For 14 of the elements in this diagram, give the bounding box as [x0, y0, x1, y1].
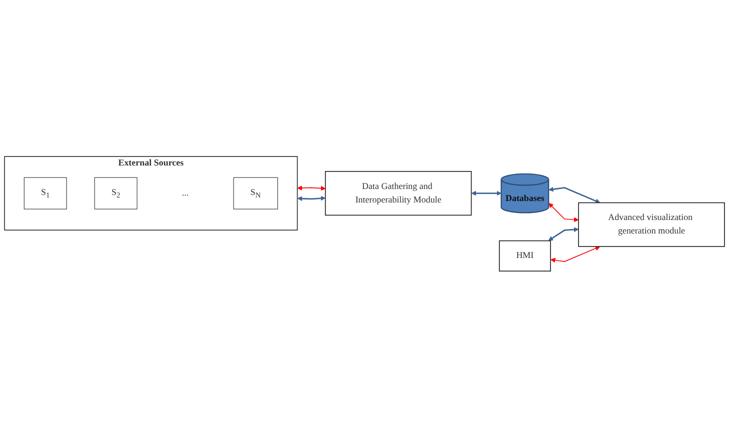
arrow — [471, 190, 502, 196]
arrow — [548, 186, 600, 203]
node-box: Advanced visualization generation module — [578, 202, 725, 247]
node-box: HMI — [498, 240, 551, 272]
arrow — [550, 246, 600, 262]
node-box: S$_{2}$ — [94, 176, 138, 210]
node-text: ... — [182, 188, 189, 198]
node-box: S$_{N}$ — [233, 176, 278, 210]
arrow — [297, 196, 326, 201]
node-box: S$_{1}$ — [24, 176, 67, 210]
arrow — [297, 185, 326, 190]
arrow — [548, 202, 579, 222]
arrow — [548, 226, 579, 241]
node-box: Data Gathering and Interoperability Module — [324, 170, 472, 216]
